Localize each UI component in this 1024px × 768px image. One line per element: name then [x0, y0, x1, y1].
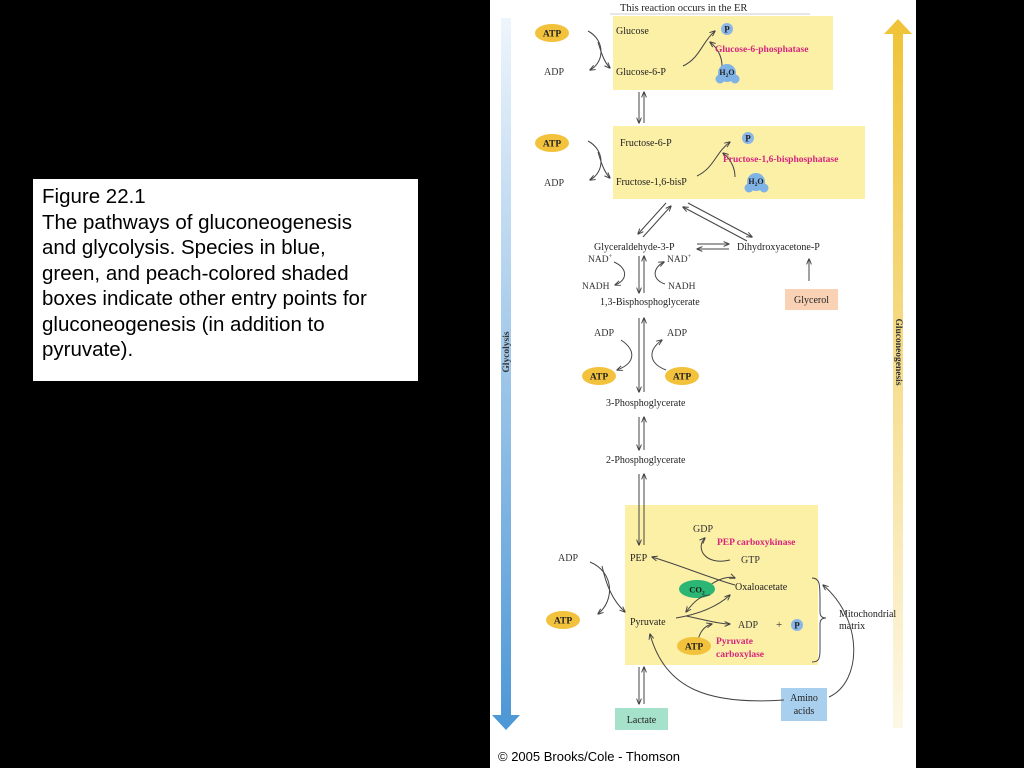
- mitochondrial-label-2: matrix: [839, 621, 865, 632]
- svg-text:P: P: [794, 621, 800, 631]
- amino-acids-label-1: Amino: [790, 693, 818, 704]
- mitochondrial-label-1: Mitochondrial: [839, 609, 896, 620]
- svg-text:P: P: [724, 25, 730, 35]
- pyruvate-carboxylase-label-2: carboxylase: [716, 650, 764, 660]
- pep-label: PEP: [630, 553, 648, 564]
- gluconeogenesis-arrow: [884, 19, 912, 728]
- caption-line-3: and glycolysis. Species in blue,: [42, 236, 326, 259]
- adp-label-1: ADP: [544, 67, 564, 78]
- svg-text:H2O: H2O: [719, 68, 734, 79]
- gdp-label: GDP: [693, 524, 713, 535]
- bisphosphoglycerate-label: 1,3-Bisphosphoglycerate: [600, 297, 700, 308]
- glycerol-label: Glycerol: [794, 295, 829, 306]
- glycolysis-arrow: [492, 18, 520, 730]
- atp-oval-5: ATP: [546, 611, 580, 629]
- fructose-6-p-label: Fructose-6-P: [620, 138, 672, 149]
- h2o-circle-1: H2O: [715, 64, 740, 84]
- caption-line-7: pyruvate).: [42, 338, 134, 361]
- oxaloacetate-label: Oxaloacetate: [735, 582, 788, 593]
- fructose-1-6-bisphosphatase-label: Fructose-1,6-bisphosphatase: [723, 155, 838, 165]
- adp-label-6: ADP: [738, 620, 758, 631]
- glyceraldehyde-3-p-label: Glyceraldehyde-3-P: [594, 242, 675, 253]
- pyruvate-label: Pyruvate: [630, 617, 666, 628]
- lactate-label: Lactate: [627, 715, 657, 726]
- svg-text:H2O: H2O: [748, 177, 763, 188]
- caption-line-4: green, and peach-colored shaded: [42, 261, 349, 285]
- atp-oval-4: ATP: [665, 367, 699, 385]
- gluconeogenesis-label: Gluconeogenesis: [893, 318, 903, 385]
- svg-text:ATP: ATP: [685, 643, 703, 653]
- svg-text:ATP: ATP: [543, 30, 561, 40]
- svg-text:CO2: CO2: [689, 585, 705, 597]
- phosphate-circle-1: P: [721, 23, 733, 35]
- atp-oval-2: ATP: [535, 134, 569, 152]
- nadh-label-left: NADH: [582, 282, 610, 292]
- pyruvate-carboxylase-label-1: Pyruvate: [716, 637, 753, 647]
- atp-oval-6: ATP: [677, 637, 711, 655]
- figure-caption: Figure 22.1 The pathways of gluconeogene…: [33, 179, 418, 381]
- svg-text:ATP: ATP: [673, 373, 691, 383]
- caption-line-2: The pathways of gluconeogenesis: [42, 210, 352, 234]
- glucose-6-p-label: Glucose-6-P: [616, 67, 666, 78]
- amino-acids-label-2: acids: [794, 706, 815, 717]
- caption-line-1: Figure 22.1: [42, 185, 146, 208]
- glucose-label: Glucose: [616, 26, 649, 37]
- mitochondrial-bracket: [811, 577, 827, 663]
- gtp-label: GTP: [741, 555, 760, 566]
- pep-box: [625, 505, 818, 665]
- lactate-box: [615, 708, 668, 730]
- copyright-notice: © 2005 Brooks/Cole - Thomson: [498, 749, 681, 764]
- nad-label-right: NAD+: [667, 253, 692, 265]
- adp-label-2: ADP: [544, 178, 564, 189]
- phosphate-circle-2: P: [742, 132, 754, 144]
- atp-oval-3: ATP: [582, 367, 616, 385]
- dihydroxyacetone-p-label: Dihydroxyacetone-P: [737, 242, 820, 253]
- pathway-diagram: Glycolysis Gluconeogenesis This reaction…: [492, 3, 912, 730]
- h2o-circle-2: H2O: [744, 173, 769, 193]
- adp-label-3: ADP: [594, 328, 614, 339]
- adp-label-4: ADP: [667, 328, 687, 339]
- svg-text:ATP: ATP: [554, 617, 572, 627]
- pep-carboxykinase-label: PEP carboxykinase: [717, 538, 795, 548]
- 3-phosphoglycerate-label: 3-Phosphoglycerate: [606, 398, 686, 409]
- atp-oval-1: ATP: [535, 24, 569, 42]
- svg-text:P: P: [745, 134, 751, 144]
- co2-oval: CO2: [679, 580, 715, 598]
- phosphate-circle-3: P: [791, 619, 803, 631]
- fructose-box: [613, 126, 865, 199]
- nad-label-left: NAD+: [588, 253, 613, 265]
- plus-sign: +: [776, 619, 782, 631]
- amino-acids-box: [781, 688, 827, 721]
- caption-line-6: gluconeogenesis (in addition to: [42, 312, 325, 336]
- glycolysis-label: Glycolysis: [502, 331, 512, 372]
- glycerol-box: [785, 289, 838, 310]
- nadh-label-right: NADH: [668, 282, 696, 292]
- svg-text:ATP: ATP: [543, 140, 561, 150]
- fructose-1-6-bisp-label: Fructose-1,6-bisP: [616, 177, 687, 188]
- adp-label-5: ADP: [558, 553, 578, 564]
- 2-phosphoglycerate-label: 2-Phosphoglycerate: [606, 455, 686, 466]
- er-header: This reaction occurs in the ER: [620, 3, 747, 14]
- svg-text:ATP: ATP: [590, 373, 608, 383]
- caption-line-5: boxes indicate other entry points for: [42, 287, 367, 310]
- pathway-figure: Glycolysis Gluconeogenesis This reaction…: [490, 0, 916, 768]
- glucose-6-phosphatase-label: Glucose-6-phosphatase: [715, 45, 808, 55]
